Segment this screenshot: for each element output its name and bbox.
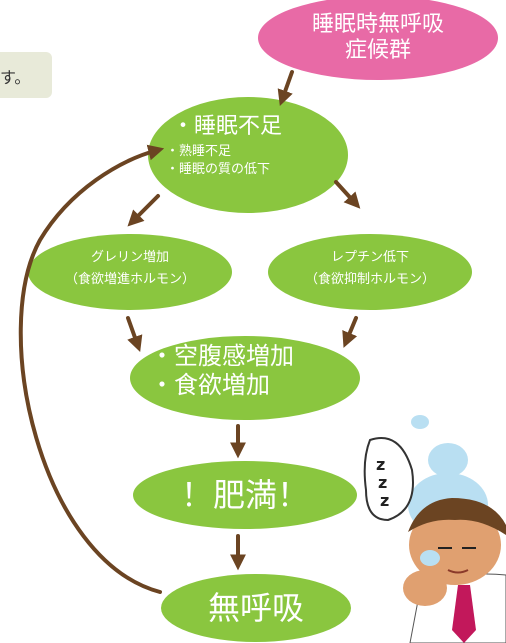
apnea-node [161, 574, 351, 642]
arrow-leptin-to-hunger [342, 316, 358, 348]
sleep-apnea-line2: 症候群 [344, 38, 411, 64]
arrow-ghrelin-to-hunger [126, 316, 143, 353]
apnea-label: 無呼吸 [207, 589, 304, 627]
leptin-line2: （食欲抑制ホルモン） [304, 271, 435, 287]
sleep-apnea-node [258, 0, 498, 80]
obesity-node [133, 461, 357, 529]
caption-background [0, 52, 52, 98]
obesity-label: ！肥満！ [180, 476, 309, 514]
svg-text:z: z [380, 491, 389, 510]
arrow-apnea-syndrome-to-deficit [277, 70, 294, 107]
ghrelin-node [28, 234, 232, 310]
ghrelin-line1: グレリン増加 [90, 250, 169, 265]
hunger-node [130, 336, 360, 420]
svg-text:z: z [378, 473, 387, 492]
sleep-deficit-sub1: ・熟睡不足 [166, 144, 232, 160]
caption-text: す。 [0, 68, 31, 87]
arrow-deficit-to-leptin [334, 180, 361, 209]
svg-text:z: z [376, 455, 385, 474]
sleeping-man-zzz-icon: z z z [363, 415, 506, 643]
sleep-apnea-line1: 睡眠時無呼吸 [311, 12, 444, 37]
arrow-apnea-loop-to-deficit [18, 144, 165, 594]
hunger-label: ・空腹感増加 ・食欲増加 [150, 342, 350, 400]
hunger-line1: ・空腹感増加 [150, 342, 294, 370]
sleep-deficit-node [148, 97, 348, 213]
leptin-label: レプチン低下 （食欲抑制ホルモン） [274, 250, 466, 287]
sleep-deficit-label: ・睡眠不足 ・熟睡不足 ・睡眠の質の低下 [166, 114, 336, 178]
leptin-line1: レプチン低下 [330, 250, 409, 265]
ghrelin-line2: （食欲増進ホルモン） [64, 271, 195, 287]
leptin-node [268, 234, 472, 310]
arrow-deficit-to-ghrelin [127, 194, 160, 227]
ghrelin-label: グレリン増加 （食欲増進ホルモン） [34, 250, 226, 287]
sleep-apnea-label: 睡眠時無呼吸 症候群 [268, 12, 488, 65]
sleep-deficit-sub2: ・睡眠の質の低下 [166, 161, 271, 177]
sleep-deficit-title: ・睡眠不足 [172, 114, 283, 139]
hunger-line2: ・食欲増加 [150, 370, 270, 399]
